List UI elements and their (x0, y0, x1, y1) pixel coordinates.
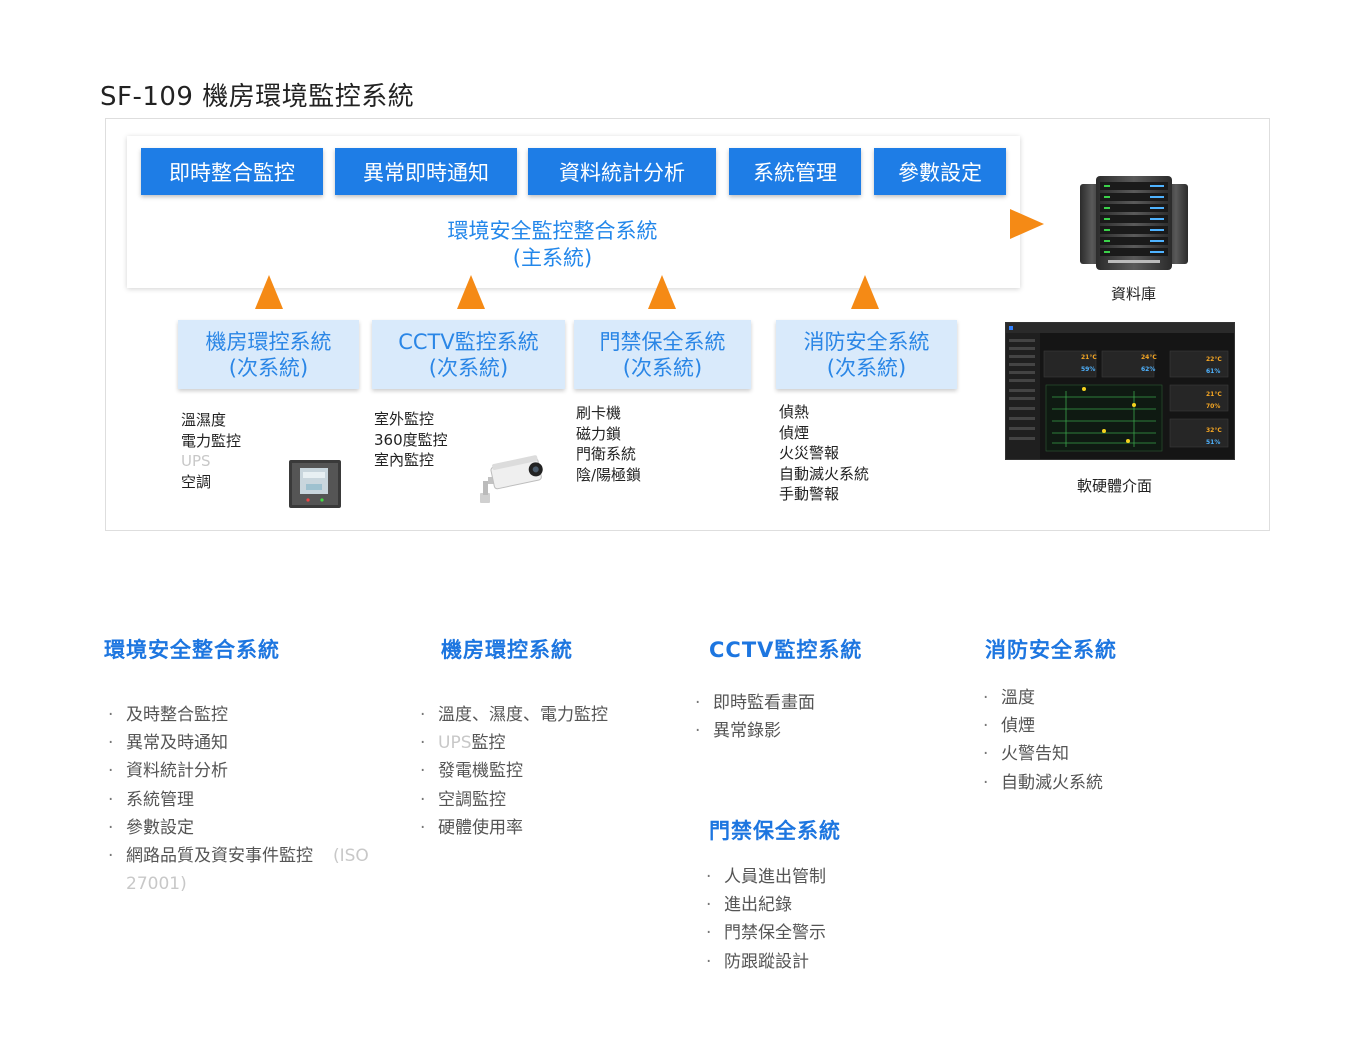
list-item: 火警告知 (983, 740, 1103, 768)
interface-temperature-reading: 21°C (1081, 354, 1097, 361)
list-item: 進出紀錄 (706, 891, 826, 919)
arrow-up-icon (255, 275, 283, 309)
subsystem-subtitle: (次系統) (178, 355, 359, 381)
list-item: 火災警報 (779, 443, 869, 464)
list-item: 門禁保全警示 (706, 919, 826, 947)
subsystem-box-room: 機房環控系統 (次系統) (178, 320, 359, 389)
list-item: 刷卡機 (576, 403, 641, 424)
list-item-note-continued: 27001) (108, 870, 408, 898)
subsystem-subtitle: (次系統) (372, 355, 565, 381)
list-item: 發電機監控 (420, 757, 608, 785)
database-server-icon (1080, 176, 1188, 272)
subsystem-box-fire: 消防安全系統 (次系統) (776, 320, 957, 389)
cctv-subsystem-items: 室外監控 360度監控 室內監控 (374, 409, 448, 471)
interface-humidity-reading: 70% (1206, 403, 1220, 410)
list-item: 門衛系統 (576, 444, 641, 465)
list-item-note: (ISO (333, 846, 369, 866)
interface-humidity-reading: 62% (1141, 366, 1155, 373)
tab-system-management: 系統管理 (729, 148, 861, 195)
list-item-text: 網路品質及資安事件監控 (126, 846, 313, 866)
page-title: SF-109 機房環境監控系統 (100, 76, 414, 113)
list-item: 硬體使用率 (420, 814, 608, 842)
list-item: 網路品質及資安事件監控 (ISO (108, 842, 408, 870)
arrow-right-icon (1010, 209, 1044, 239)
list-item: 及時整合監控 (108, 701, 408, 729)
list-item: UPS監控 (420, 729, 608, 757)
interface-temperature-reading: 24°C (1141, 354, 1157, 361)
subsystem-name: CCTV監控系統 (372, 329, 565, 355)
interface-label: 軟硬體介面 (1077, 475, 1152, 496)
list-item: 資料統計分析 (108, 757, 408, 785)
list-item: 自動滅火系統 (779, 464, 869, 485)
list-item: 溫度 (983, 684, 1103, 712)
fire-subsystem-items: 偵熱 偵煙 火災警報 自動滅火系統 手動警報 (779, 402, 869, 505)
main-system-name: 環境安全監控整合系統 (380, 218, 725, 245)
main-system-title: 環境安全監控整合系統 (主系統) (380, 218, 725, 272)
list-item-text: UPS (438, 733, 472, 753)
list-item: 防跟蹤設計 (706, 948, 826, 976)
integration-feature-list: 及時整合監控 異常及時通知 資料統計分析 系統管理 參數設定 網路品質及資安事件… (108, 701, 408, 898)
list-item-text: 監控 (472, 733, 506, 753)
subsystem-box-cctv: CCTV監控系統 (次系統) (372, 320, 565, 389)
cctv-feature-list: 即時監看畫面 異常錄影 (695, 689, 815, 745)
list-item: 空調 (181, 472, 241, 493)
arrow-up-icon (457, 275, 485, 309)
list-item: 手動警報 (779, 484, 869, 505)
section-title-room: 機房環控系統 (441, 634, 573, 664)
list-item: 陰/陽極鎖 (576, 465, 641, 486)
list-item: 空調監控 (420, 786, 608, 814)
section-title-fire: 消防安全系統 (985, 634, 1117, 664)
list-item: 參數設定 (108, 814, 408, 842)
section-title-integration: 環境安全整合系統 (104, 634, 280, 664)
access-subsystem-items: 刷卡機 磁力鎖 門衛系統 陰/陽極鎖 (576, 403, 641, 485)
fire-feature-list: 溫度 偵煙 火警告知 自動滅火系統 (983, 684, 1103, 797)
list-item: 室外監控 (374, 409, 448, 430)
room-subsystem-items: 溫濕度 電力監控 UPS 空調 (181, 410, 241, 492)
access-feature-list: 人員進出管制 進出紀錄 門禁保全警示 防跟蹤設計 (706, 863, 826, 976)
list-item: 系統管理 (108, 786, 408, 814)
list-item: 室內監控 (374, 450, 448, 471)
subsystem-box-access: 門禁保全系統 (次系統) (574, 320, 751, 389)
subsystem-name: 消防安全系統 (776, 329, 957, 355)
subsystem-name: 機房環控系統 (178, 329, 359, 355)
section-title-access: 門禁保全系統 (709, 815, 841, 845)
interface-humidity-reading: 61% (1206, 368, 1220, 375)
list-item: 即時監看畫面 (695, 689, 815, 717)
list-item: 電力監控 (181, 431, 241, 452)
database-label: 資料庫 (1111, 283, 1156, 304)
list-item: 溫度、濕度、電力監控 (420, 701, 608, 729)
security-camera-icon (474, 455, 546, 505)
interface-temperature-reading: 32°C (1206, 427, 1222, 434)
arrow-up-icon (648, 275, 676, 309)
list-item: UPS (181, 451, 241, 472)
room-feature-list: 溫度、濕度、電力監控 UPS監控 發電機監控 空調監控 硬體使用率 (420, 701, 608, 842)
subsystem-subtitle: (次系統) (776, 355, 957, 381)
tab-realtime-monitoring: 即時整合監控 (141, 148, 323, 195)
arrow-up-icon (851, 275, 879, 309)
list-item: 偵煙 (983, 712, 1103, 740)
tab-parameter-settings: 參數設定 (874, 148, 1006, 195)
controller-device-icon (288, 458, 342, 510)
list-item: 自動滅火系統 (983, 769, 1103, 797)
tab-anomaly-notification: 異常即時通知 (335, 148, 517, 195)
section-title-cctv: CCTV監控系統 (709, 634, 862, 664)
list-item: 偵熱 (779, 402, 869, 423)
monitoring-interface-screenshot: 21°C 24°C 22°C 59% 62% 61% 21°C 70% 32°C… (1005, 322, 1235, 460)
subsystem-name: 門禁保全系統 (574, 329, 751, 355)
list-item: 360度監控 (374, 430, 448, 451)
interface-humidity-reading: 51% (1206, 439, 1220, 446)
interface-humidity-reading: 59% (1081, 366, 1095, 373)
list-item: 異常錄影 (695, 717, 815, 745)
list-item: 偵煙 (779, 423, 869, 444)
list-item: 溫濕度 (181, 410, 241, 431)
interface-temperature-reading: 22°C (1206, 356, 1222, 363)
list-item: 磁力鎖 (576, 424, 641, 445)
subsystem-subtitle: (次系統) (574, 355, 751, 381)
main-system-subtitle: (主系統) (380, 245, 725, 272)
list-item: 人員進出管制 (706, 863, 826, 891)
tab-data-analysis: 資料統計分析 (528, 148, 716, 195)
interface-temperature-reading: 21°C (1206, 391, 1222, 398)
list-item: 異常及時通知 (108, 729, 408, 757)
